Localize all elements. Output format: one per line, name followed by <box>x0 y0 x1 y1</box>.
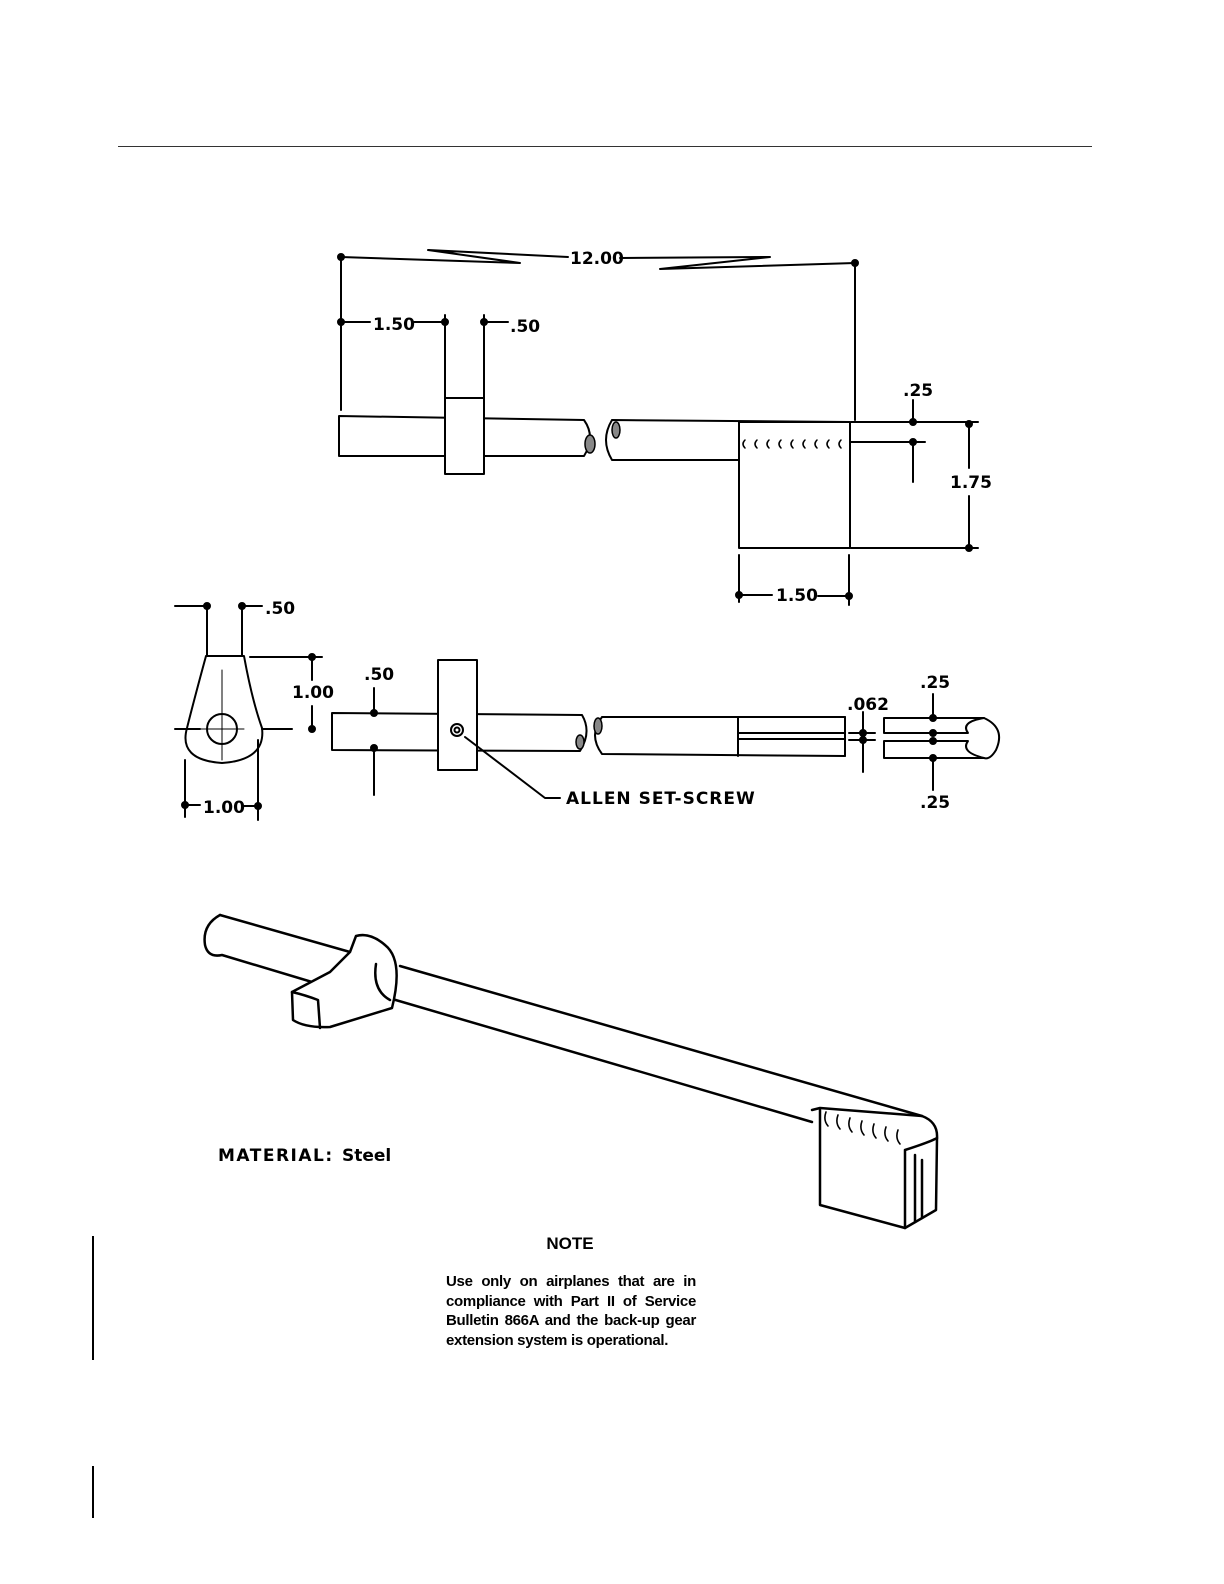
top-view <box>338 250 978 605</box>
dim-collar-thickness: .50 <box>265 599 295 619</box>
material-label: MATERIAL: <box>218 1146 334 1166</box>
dim-rod-diameter: .50 <box>364 665 394 685</box>
dim-overall-length: 12.00 <box>570 249 624 269</box>
note-title: NOTE <box>520 1234 620 1254</box>
setscrew-label: ALLEN SET-SCREW <box>566 789 756 809</box>
dim-collar-width-end: 1.00 <box>203 798 245 818</box>
isometric-view <box>205 915 937 1228</box>
material-value: Steel <box>342 1146 391 1166</box>
note-body: Use only on airplanes that are in compli… <box>446 1272 696 1350</box>
dim-slot-gap: .062 <box>847 695 889 715</box>
dim-collar-offset: 1.50 <box>373 315 415 335</box>
dim-slot-depth: .25 <box>903 381 933 401</box>
side-view <box>332 660 999 798</box>
dim-head-height: 1.75 <box>950 473 992 493</box>
dim-collar-height: 1.00 <box>292 683 334 703</box>
dim-slot-top: .25 <box>920 673 950 693</box>
collar-end-view <box>175 603 322 820</box>
dim-slot-bottom: .25 <box>920 793 950 813</box>
dim-head-width: 1.50 <box>776 586 818 606</box>
dim-collar-width: .50 <box>510 317 540 337</box>
